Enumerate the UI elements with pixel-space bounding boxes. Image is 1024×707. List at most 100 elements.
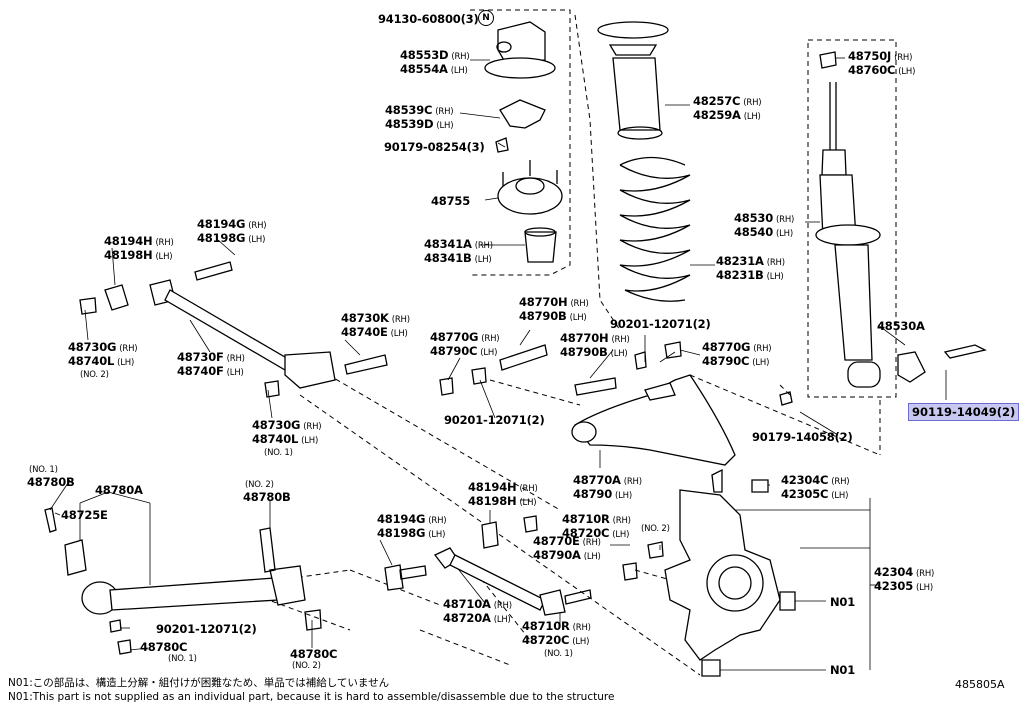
part-number: 48790B — [519, 309, 567, 323]
label-48530: 48530(RH)48540(LH) — [734, 212, 794, 240]
label-90119-14049-highlighted[interactable]: 90119-14049(2) — [908, 403, 1020, 421]
part-number: 48770G — [430, 330, 479, 344]
side-lh: (LH) — [776, 229, 793, 239]
upper-arm — [571, 374, 736, 493]
lateral-rods — [384, 515, 664, 616]
side-lh: (LH) — [743, 112, 761, 122]
side-lh: (LH) — [301, 436, 319, 446]
coil-spring — [619, 156, 691, 302]
variant-note: (NO. 2) — [80, 370, 109, 380]
side-lh: (LH) — [898, 67, 916, 77]
side-rh: (RH) — [119, 344, 138, 354]
label-48770h-a: 48770H(RH)48790B(LH) — [519, 296, 589, 324]
part-number: 94130-60800(3) — [378, 12, 479, 26]
part-number: 42304C — [781, 473, 829, 487]
side-rh: (RH) — [435, 107, 454, 117]
part-number: 48770H — [560, 331, 609, 345]
side-rh: (RH) — [303, 422, 322, 432]
label-48780a: 48780A — [95, 484, 143, 496]
variant-note: (NO. 2) — [641, 524, 670, 534]
part-number: 48540 — [734, 225, 774, 239]
part-number: 48790B — [560, 345, 608, 359]
label-48770g-b: 48770G(RH)48790C(LH) — [702, 341, 772, 369]
part-number: 48720C — [562, 526, 610, 540]
part-number: 48710A — [443, 597, 491, 611]
label-48730k: 48730K(RH)48740E(LH) — [341, 312, 410, 340]
part-number: 48198G — [197, 231, 246, 245]
part-number: 48720C — [522, 633, 570, 647]
side-lh: (LH) — [155, 252, 173, 262]
part-number: 48554A — [400, 62, 448, 76]
side-lh: (LH) — [752, 358, 770, 368]
part-number: 48790C — [430, 344, 478, 358]
side-rh: (RH) — [894, 53, 913, 63]
label-48341a: 48341A(RH)48341B(LH) — [424, 238, 493, 266]
label-48231a: 48231A(RH)48231B(LH) — [716, 255, 785, 283]
part-number: 48780C — [140, 640, 188, 654]
side-rh: (RH) — [481, 334, 500, 344]
side-lh: (LH) — [610, 349, 628, 359]
part-number: 48710R — [522, 619, 570, 633]
label-90201-12071-upper: 90201-12071(2) — [610, 318, 711, 330]
part-number: 48198H — [104, 248, 153, 262]
label-48257c: 48257C(RH)48259A(LH) — [693, 95, 762, 123]
part-number: 48194H — [468, 480, 517, 494]
part-number: 48194G — [377, 512, 426, 526]
bump-boot — [597, 21, 669, 140]
part-number: 90201-12071(2) — [610, 317, 711, 331]
part-number: 48725E — [61, 508, 108, 522]
label-48194g-upper: 48194G(RH)48198G(LH) — [197, 218, 267, 246]
side-rh: (RH) — [611, 335, 630, 345]
part-number: 48790 — [573, 487, 613, 501]
note-n-marker: N — [478, 10, 494, 26]
side-lh: (LH) — [480, 348, 498, 358]
part-number: 48730K — [341, 311, 389, 325]
part-number: 48198G — [377, 526, 426, 540]
part-number: 48710R — [562, 512, 610, 526]
side-rh: (RH) — [451, 52, 470, 62]
side-rh: (RH) — [391, 315, 410, 325]
knuckle — [664, 479, 796, 677]
diagram-reference-number: 485805A — [955, 678, 1005, 691]
variant-note: (NO. 1) — [29, 465, 58, 475]
label-48730g-no2: 48730G(RH)48740L(LH)(NO. 2) — [68, 341, 138, 381]
side-rh: (RH) — [766, 258, 785, 268]
side-lh: (LH) — [450, 66, 468, 76]
part-number: 48760C — [848, 63, 896, 77]
side-rh: (RH) — [743, 98, 762, 108]
part-number: 48720A — [443, 611, 491, 625]
side-rh: (RH) — [572, 623, 591, 633]
part-number: 48198H — [468, 494, 517, 508]
part-number: 90201-12071(2) — [156, 622, 257, 636]
side-rh: (RH) — [831, 477, 850, 487]
side-lh: (LH) — [474, 255, 492, 265]
label-90179-08254: 90179-08254(3) — [384, 141, 485, 153]
label-n01-lower: N01 — [830, 664, 855, 676]
side-rh: (RH) — [916, 569, 935, 579]
part-number: 48740F — [177, 364, 224, 378]
side-lh: (LH) — [831, 491, 849, 501]
side-lh: (LH) — [916, 583, 933, 593]
side-rh: (RH) — [493, 601, 512, 611]
part-number: 48194H — [104, 234, 153, 248]
part-number: 48770H — [519, 295, 568, 309]
part-number: 48730F — [177, 350, 224, 364]
label-48770e: (NO. 2)48770E(RH)48790A(LH) — [533, 521, 670, 563]
part-number: 90119-14049(2) — [912, 405, 1016, 419]
part-number: 90179-14058(2) — [752, 430, 853, 444]
rear-arm-lower — [79, 261, 682, 398]
side-lh: (LH) — [615, 491, 632, 501]
part-number: 48780A — [95, 483, 143, 497]
label-48710r-upper: 48710R(RH)48720C(LH) — [562, 513, 631, 541]
part-number: 48341A — [424, 237, 472, 251]
part-number: 48730G — [252, 418, 301, 432]
label-n01-upper: N01 — [830, 596, 855, 608]
part-number: 48740L — [252, 432, 299, 446]
label-48725e: 48725E — [61, 509, 108, 521]
part-number: 48539C — [385, 103, 433, 117]
label-90179-14058: 90179-14058(2) — [752, 431, 853, 443]
part-number: 48740E — [341, 325, 388, 339]
label-42304c: 42304C(RH)42305C(LH) — [781, 473, 850, 502]
side-rh: (RH) — [623, 477, 642, 487]
